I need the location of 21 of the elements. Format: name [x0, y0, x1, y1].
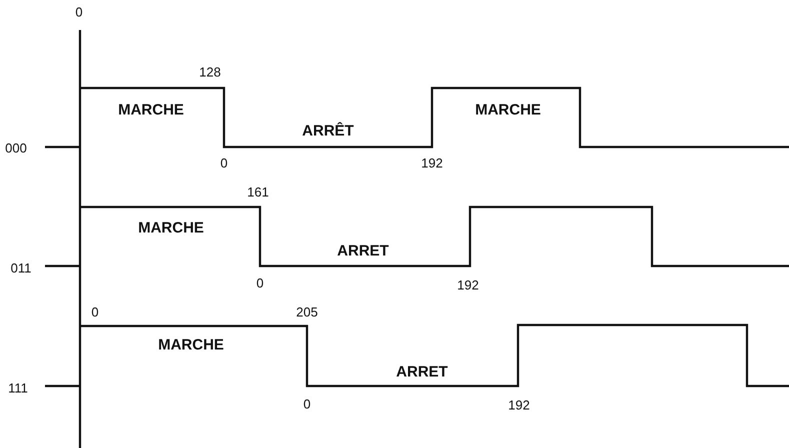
- level-label: 111: [8, 380, 28, 396]
- count-value: 192: [508, 398, 530, 412]
- level-label: 011: [10, 260, 32, 276]
- count-value: 0: [91, 304, 99, 320]
- state-label: MARCHE: [475, 102, 541, 118]
- state-label: ARRET: [337, 242, 389, 260]
- state-label: ARRÊT: [302, 122, 354, 140]
- level-label: 000: [5, 140, 27, 156]
- count-value: 192: [421, 156, 443, 170]
- count-value: 0: [256, 276, 264, 290]
- state-label: MARCHE: [138, 220, 204, 236]
- state-label: ARRET: [396, 364, 448, 380]
- count-value: 161: [247, 184, 269, 200]
- state-label: MARCHE: [118, 102, 184, 118]
- count-value: 205: [296, 304, 318, 320]
- count-value: 128: [199, 64, 221, 80]
- count-value: 0: [220, 156, 228, 170]
- count-value: 192: [457, 278, 479, 292]
- count-value: 0: [303, 396, 311, 412]
- axis-value: 0: [75, 4, 83, 20]
- state-label: MARCHE: [158, 336, 224, 354]
